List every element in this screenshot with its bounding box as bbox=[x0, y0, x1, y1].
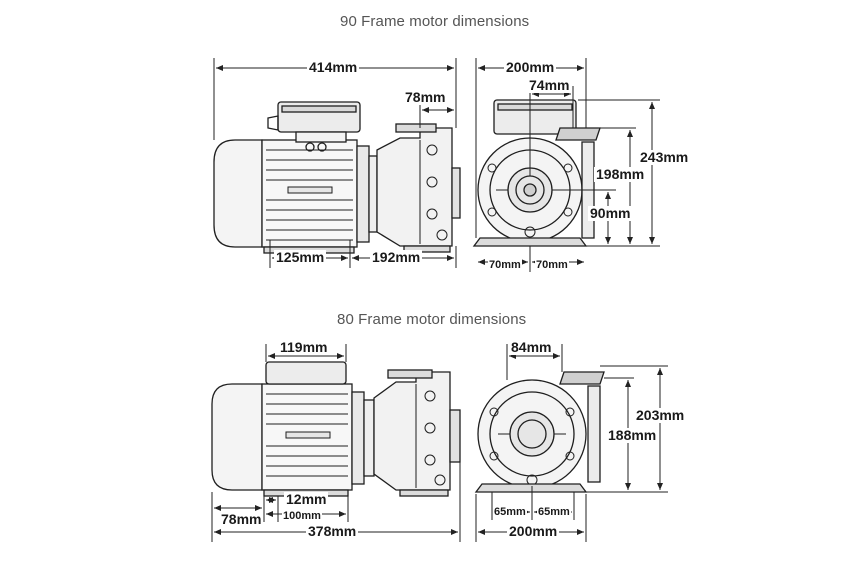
dim-90-base-rear: 192mm bbox=[370, 249, 423, 265]
dim-90-height-outlet: 198mm bbox=[594, 166, 647, 182]
dim-90-overall-length: 414mm bbox=[307, 59, 360, 75]
title-90-frame: 90 Frame motor dimensions bbox=[340, 13, 530, 30]
dim-80-rear-overhang: 78mm bbox=[219, 511, 264, 527]
dim-80-height-total: 203mm bbox=[634, 407, 687, 423]
title-80-frame: 80 Frame motor dimensions bbox=[337, 311, 527, 328]
dim-90-height-total: 243mm bbox=[638, 149, 691, 165]
side-view-90 bbox=[213, 101, 461, 254]
dim-80-foot-spacing: 100mm bbox=[282, 509, 322, 524]
dim-80-foot-right: 65mm bbox=[537, 505, 571, 520]
front-view-80 bbox=[474, 371, 605, 493]
dim-80-box-offset: 84mm bbox=[509, 339, 554, 355]
dim-90-pump-inlet: 78mm bbox=[403, 89, 448, 105]
dim-90-width: 200mm bbox=[504, 59, 557, 75]
front-view-90 bbox=[472, 99, 601, 247]
dim-90-box-offset: 74mm bbox=[527, 77, 572, 93]
dim-90-foot-right: 70mm bbox=[535, 258, 569, 273]
side-view-80 bbox=[211, 361, 461, 497]
dim-80-width: 200mm bbox=[507, 523, 560, 539]
dim-90-base-front: 125mm bbox=[274, 249, 327, 265]
dim-80-mount-offset: 12mm bbox=[284, 491, 329, 507]
dim-80-overall-length: 378mm bbox=[306, 523, 359, 539]
dim-90-foot-left: 70mm bbox=[488, 258, 522, 273]
dim-80-height-outlet: 188mm bbox=[606, 427, 659, 443]
dim-80-foot-left: 65mm bbox=[493, 505, 527, 520]
dim-90-shaft-height: 90mm bbox=[588, 205, 633, 221]
dim-80-box-length: 119mm bbox=[278, 339, 330, 355]
